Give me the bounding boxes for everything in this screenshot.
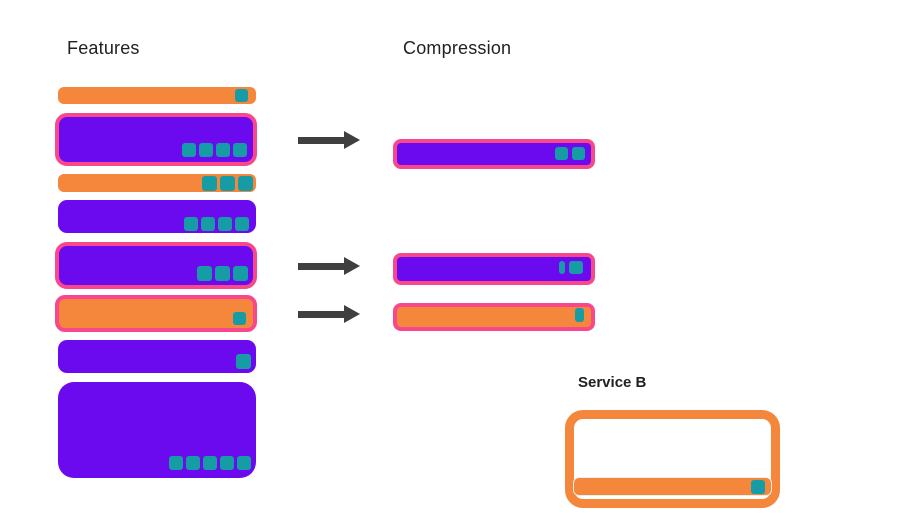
compression-bar-2-purple xyxy=(393,253,595,285)
service-b-label: Service B xyxy=(578,374,647,391)
token-square xyxy=(216,143,230,157)
token-square xyxy=(169,456,183,470)
token-square xyxy=(235,89,248,102)
feature-bar-7-purple xyxy=(58,340,256,373)
token-square xyxy=(233,143,247,157)
feature-bar-4-purple xyxy=(58,200,256,233)
token-square xyxy=(203,456,217,470)
feature-bar-3-orange xyxy=(58,174,256,192)
feature-bar-6-orange xyxy=(55,295,257,332)
token-square xyxy=(218,217,232,231)
token-square xyxy=(575,308,584,322)
feature-bar-2-purple xyxy=(55,113,257,166)
token-square xyxy=(559,261,565,274)
token-square xyxy=(555,147,568,160)
feature-bar-1-orange xyxy=(58,87,256,104)
compression-bar-1-purple xyxy=(393,139,595,169)
token-square xyxy=(202,176,217,191)
token-square xyxy=(215,266,230,281)
arrow-right-icon xyxy=(298,131,360,149)
arrow-right-icon xyxy=(298,305,360,323)
token-square xyxy=(236,354,251,369)
token-square xyxy=(199,143,213,157)
token-square xyxy=(220,176,235,191)
token-square xyxy=(233,266,248,281)
token-square xyxy=(201,217,215,231)
token-square xyxy=(751,480,765,494)
token-square xyxy=(235,217,249,231)
features-heading: Features xyxy=(67,38,140,58)
token-square xyxy=(182,143,196,157)
token-square xyxy=(233,312,246,325)
token-square xyxy=(238,176,253,191)
token-square xyxy=(569,261,583,274)
token-square xyxy=(186,456,200,470)
token-square xyxy=(237,456,251,470)
token-square xyxy=(184,217,198,231)
service-b-bar xyxy=(573,477,772,496)
feature-bar-5-purple xyxy=(55,242,257,289)
arrow-right-icon xyxy=(298,257,360,275)
token-square xyxy=(197,266,212,281)
token-square xyxy=(572,147,585,160)
compression-heading: Compression xyxy=(403,38,512,58)
feature-bar-8-purple xyxy=(58,382,256,478)
compression-bar-3-orange xyxy=(393,303,595,331)
token-square xyxy=(220,456,234,470)
